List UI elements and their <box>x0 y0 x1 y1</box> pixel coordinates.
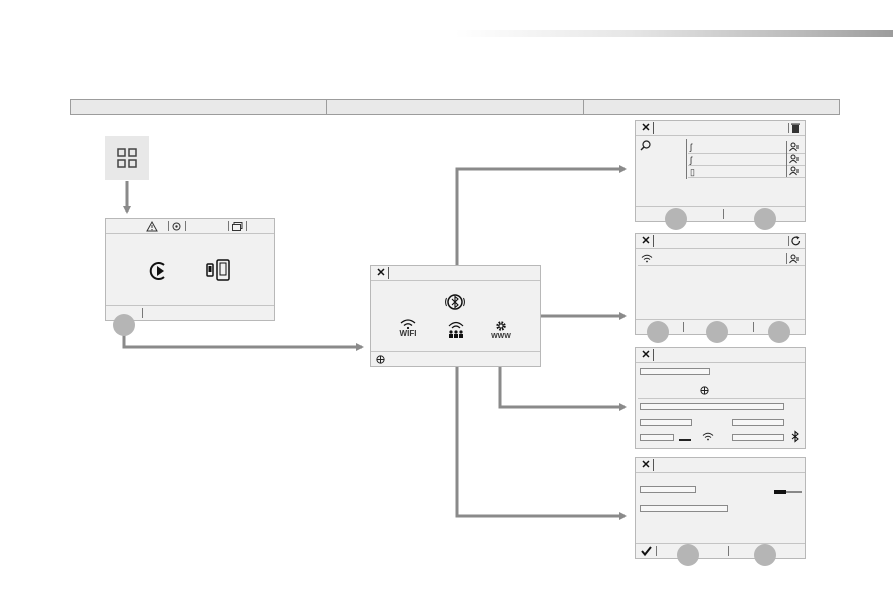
grid-icon <box>117 148 137 168</box>
wifi-icon[interactable] <box>702 432 714 441</box>
arrow-main-to-connect <box>122 335 364 351</box>
field-right[interactable] <box>732 419 784 426</box>
wifi-icon <box>641 254 653 263</box>
share-bottombar <box>636 543 805 558</box>
callout-networks-1 <box>647 321 669 343</box>
person-settings-icon[interactable] <box>789 254 800 264</box>
handset-icon: ʃ <box>690 155 692 165</box>
bluetooth-icon[interactable] <box>791 430 799 443</box>
top-gradient-bar <box>455 30 893 37</box>
share-topbar: ✕ <box>636 458 805 473</box>
arrow-to-contacts <box>455 165 627 265</box>
main-screen-topbar <box>106 219 274 234</box>
header-strip <box>70 99 840 115</box>
arrow-to-share <box>455 367 627 520</box>
globe-icon <box>700 386 709 395</box>
warning-triangle-icon[interactable] <box>146 220 158 232</box>
apps-tile[interactable] <box>105 136 149 180</box>
close-button[interactable]: ✕ <box>639 459 654 471</box>
settings-screen: ✕ <box>635 347 806 449</box>
close-button[interactable]: ✕ <box>639 349 654 361</box>
callout-devices-2 <box>754 208 776 230</box>
window-icon[interactable] <box>232 222 243 231</box>
wifi-button[interactable]: WIFI <box>396 319 420 338</box>
www-gear-icon <box>496 321 506 331</box>
play-circle-icon[interactable] <box>149 261 170 281</box>
connect-menu-screen: ✕ WIFI WWW <box>370 265 541 367</box>
arrow-to-settings <box>498 367 627 411</box>
slider-handle[interactable] <box>774 490 786 494</box>
callout-share-1 <box>677 544 699 566</box>
header-column-2 <box>327 100 584 114</box>
phone-pair-icon[interactable] <box>206 259 232 281</box>
callout-share-2 <box>754 544 776 566</box>
address-field[interactable] <box>640 403 784 410</box>
close-button[interactable]: ✕ <box>374 267 389 279</box>
connect-menu-topbar: ✕ <box>371 266 540 281</box>
trash-icon[interactable] <box>791 123 800 133</box>
slider-track[interactable] <box>774 490 802 494</box>
phone-icon: ▯ <box>690 167 695 177</box>
callout-networks-3 <box>768 321 790 343</box>
www-button[interactable]: WWW <box>489 320 513 341</box>
networks-bottombar <box>636 319 805 334</box>
settings-topbar: ✕ <box>636 348 805 363</box>
bluetooth-icon[interactable] <box>445 292 465 312</box>
connect-menu-bottombar <box>371 351 540 366</box>
wifi-icon <box>400 319 416 329</box>
share-password-field[interactable] <box>640 505 728 512</box>
devices-list-screen: ✕ ʃ ʃ ▯ <box>635 120 806 222</box>
refresh-icon[interactable] <box>791 236 801 246</box>
close-button[interactable]: ✕ <box>639 122 654 134</box>
check-icon[interactable] <box>641 546 652 557</box>
share-name-field[interactable] <box>640 486 696 493</box>
networks-topbar: ✕ <box>636 234 805 249</box>
callout-main <box>113 314 135 336</box>
field-small[interactable] <box>640 434 674 441</box>
globe-icon[interactable] <box>376 355 385 364</box>
close-button[interactable]: ✕ <box>639 235 654 247</box>
field-left[interactable] <box>640 419 692 426</box>
main-screen-bottombar <box>106 305 274 320</box>
www-label: WWW <box>491 333 511 340</box>
share-screen: ✕ <box>635 457 806 559</box>
handset-icon: ʃ <box>690 142 692 152</box>
dash-separator <box>679 439 691 441</box>
networks-screen: ✕ <box>635 233 806 335</box>
devices-bottombar <box>636 206 805 221</box>
header-column-1 <box>71 100 328 114</box>
callout-devices-1 <box>665 208 687 230</box>
name-field[interactable] <box>640 368 710 375</box>
radio-icon[interactable] <box>172 222 181 231</box>
devices-topbar: ✕ <box>636 121 805 136</box>
main-screen <box>105 218 275 321</box>
callout-networks-2 <box>706 321 728 343</box>
share-icon[interactable] <box>446 320 466 340</box>
wifi-label: WIFI <box>399 329 417 338</box>
search-icon[interactable] <box>640 140 651 151</box>
field-bottom-right[interactable] <box>732 434 784 441</box>
person-settings-icons[interactable] <box>789 142 800 176</box>
